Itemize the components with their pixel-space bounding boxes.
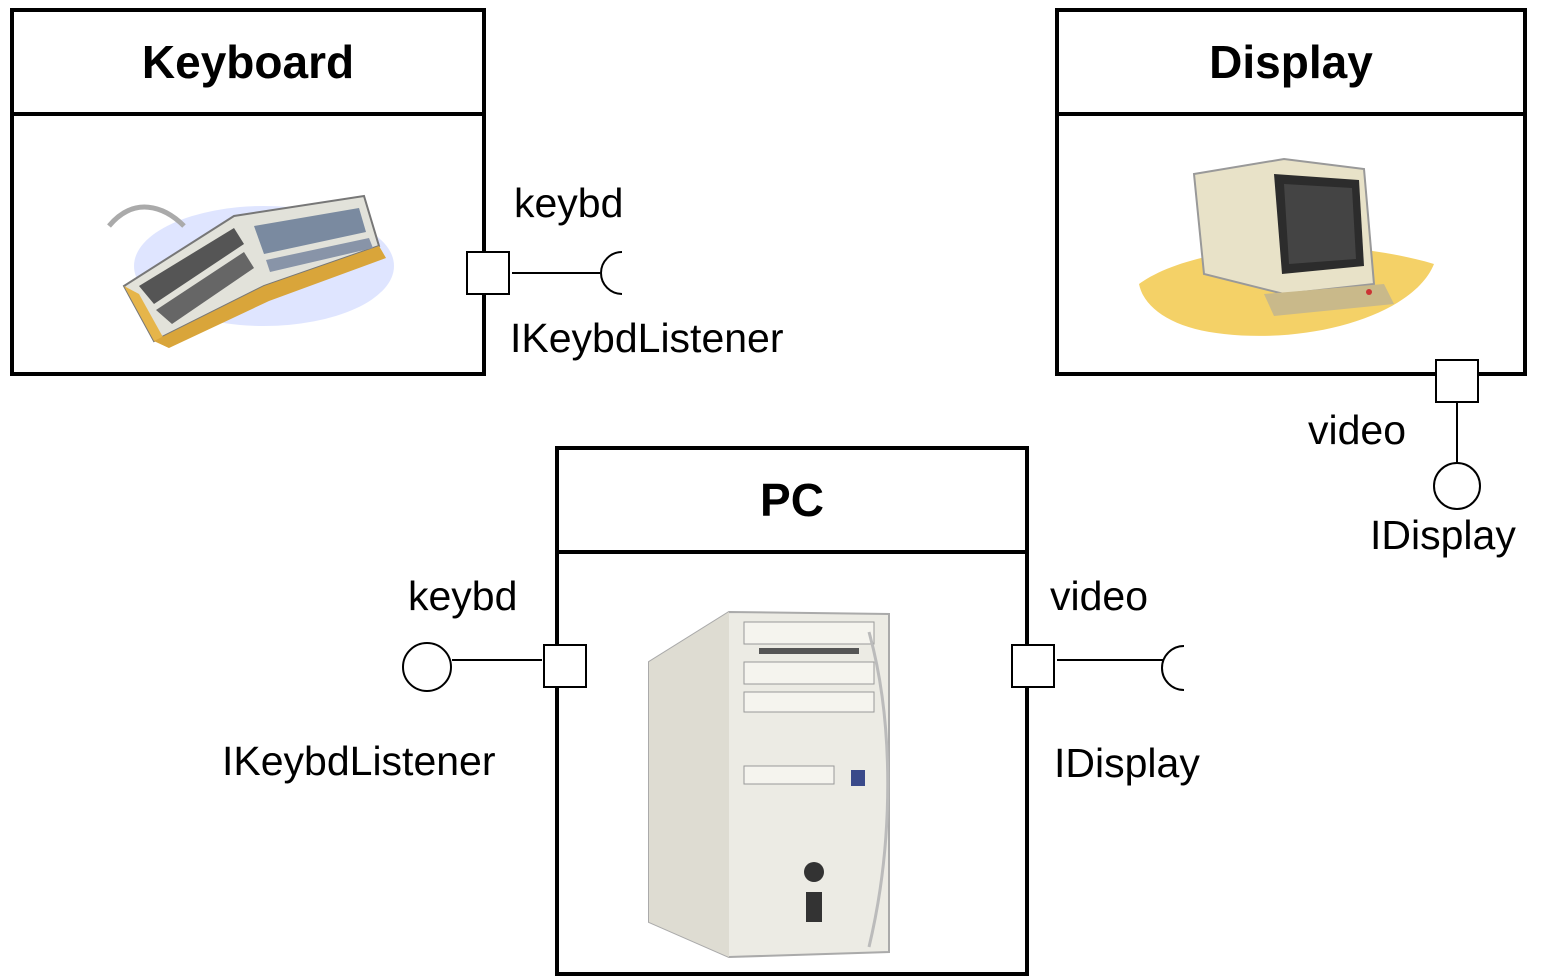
keyboard-component: Keyboard bbox=[10, 8, 486, 376]
display-provided-lollipop bbox=[1433, 462, 1481, 510]
keyboard-port-name: keybd bbox=[514, 180, 624, 226]
keyboard-keybd-port bbox=[466, 251, 510, 295]
pc-video-interface-name: IDisplay bbox=[1054, 740, 1200, 786]
pc-video-port-name: video bbox=[1050, 573, 1149, 619]
display-port-name: video bbox=[1308, 407, 1407, 453]
keyboard-required-socket bbox=[600, 251, 623, 295]
display-component: Display bbox=[1055, 8, 1527, 376]
pc-title: PC bbox=[559, 450, 1025, 554]
display-interface-name: IDisplay bbox=[1370, 512, 1516, 558]
pc-component: PC bbox=[555, 446, 1029, 976]
keyboard-title: Keyboard bbox=[14, 12, 482, 116]
pc-video-port bbox=[1011, 644, 1055, 688]
crt-monitor-illustration bbox=[1139, 157, 1434, 336]
pc-keybd-port bbox=[543, 644, 587, 688]
display-video-port bbox=[1435, 359, 1479, 403]
display-body bbox=[1059, 116, 1523, 372]
pc-keybd-port-name: keybd bbox=[408, 573, 518, 619]
keyboard-illustration bbox=[107, 194, 394, 348]
pc-video-required-socket bbox=[1161, 645, 1185, 691]
tower-pc-illustration bbox=[648, 610, 890, 959]
pc-body bbox=[559, 554, 1025, 972]
keyboard-body bbox=[14, 116, 482, 372]
pc-keybd-interface-name: IKeybdListener bbox=[222, 738, 496, 784]
pc-keybd-provided-lollipop bbox=[402, 642, 452, 692]
keyboard-interface-name: IKeybdListener bbox=[510, 315, 784, 361]
display-title: Display bbox=[1059, 12, 1523, 116]
